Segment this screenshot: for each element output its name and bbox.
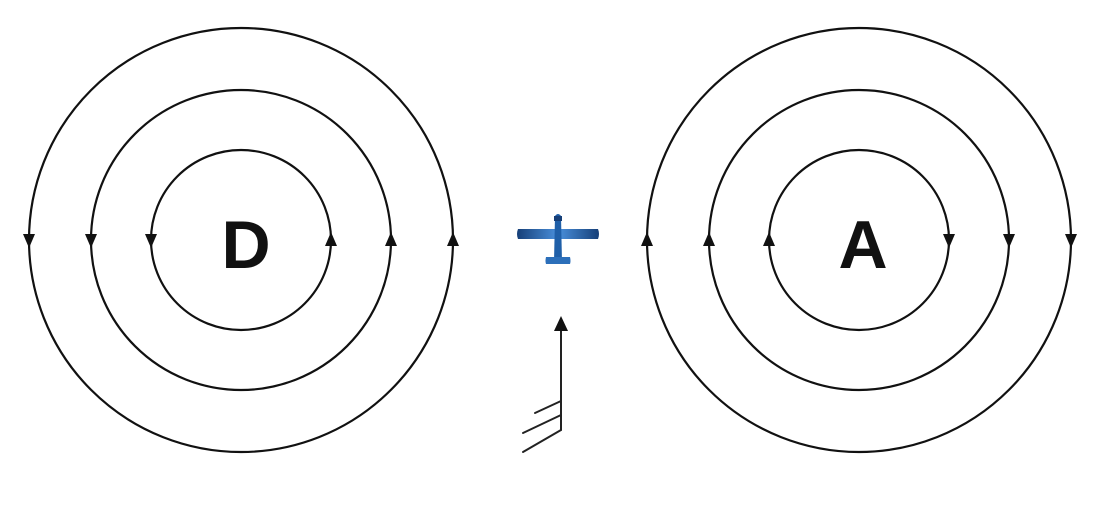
arrow-down-icon [943,234,955,248]
arrow-up-icon [325,232,337,246]
arrow-up-icon [641,232,653,246]
wind-barb-icon [522,316,568,453]
arrow-down-icon [145,234,157,248]
arrow-down-icon [85,234,97,248]
arrow-down-icon [23,234,35,248]
arrow-up-icon [385,232,397,246]
arrow-up-icon [703,232,715,246]
arrow-up-icon [763,232,775,246]
airplane-icon [517,214,599,264]
high-pressure-label: A [838,207,887,283]
arrow-down-icon [1003,234,1015,248]
arrow-up-icon [447,232,459,246]
low-pressure-label: D [221,207,270,283]
high-pressure-system: A [641,26,1077,454]
low-pressure-system: D [23,26,459,454]
arrow-down-icon [1065,234,1077,248]
